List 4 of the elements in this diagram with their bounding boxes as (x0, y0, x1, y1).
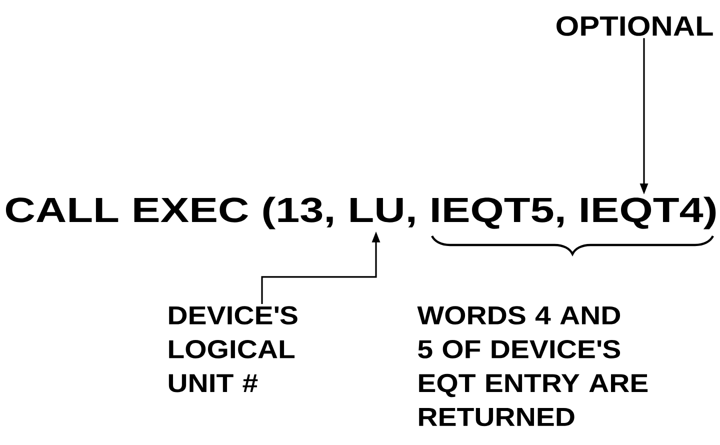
code-statement: CALL EXEC (13, LU, IEQT5, IEQT4) (6, 196, 716, 230)
brace-label: WORDS 4 AND 5 OF DEVICE'S EQT ENTRY ARE RETURNED (417, 306, 648, 426)
annotation-text: DEVICE'S LOGICAL UNIT # (168, 306, 298, 392)
annotation-text: OPTIONAL (556, 16, 713, 36)
